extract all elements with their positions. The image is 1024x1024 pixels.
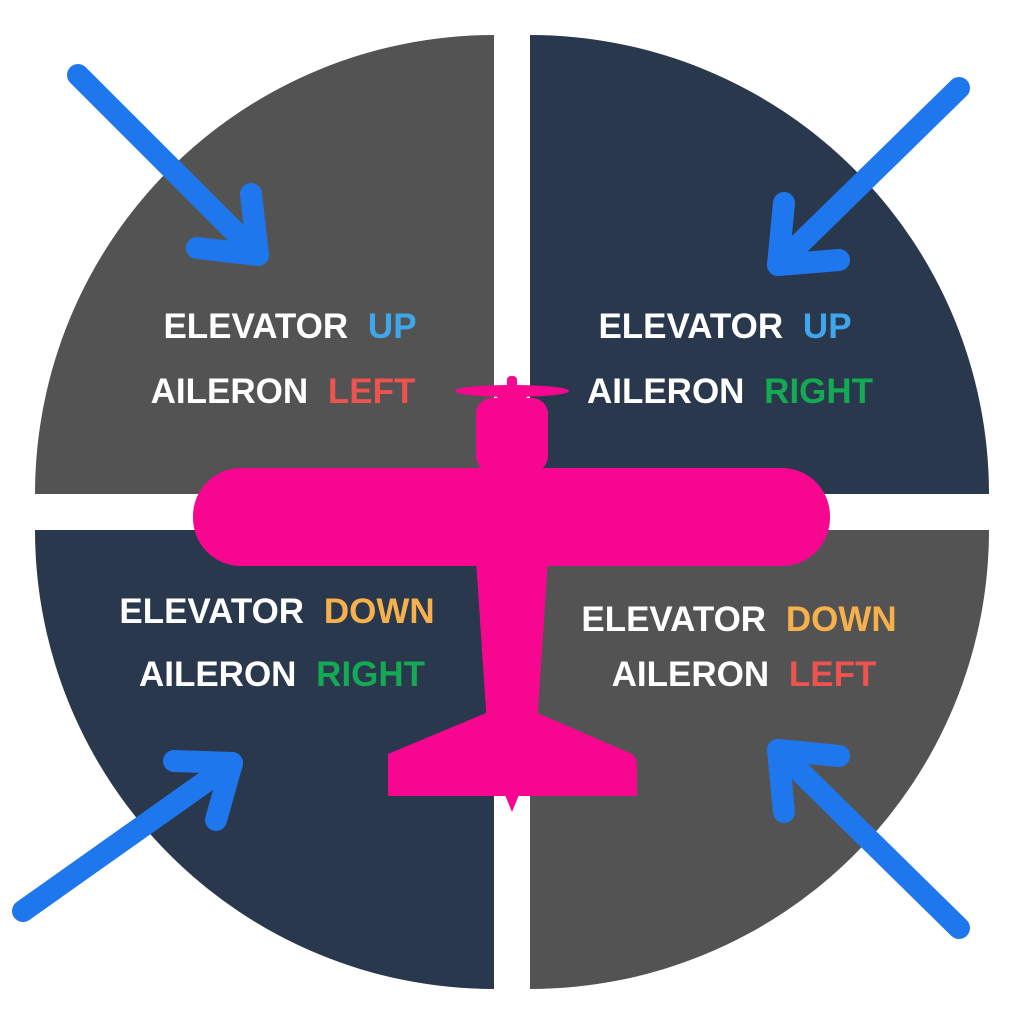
- quadrant-top-right-line2: AILERON RIGHT: [587, 372, 873, 411]
- quadrant-bottom-right: [530, 530, 989, 989]
- quadrant-top-right: [530, 35, 989, 494]
- direction-right-label: RIGHT: [764, 372, 873, 411]
- direction-up-label: UP: [803, 307, 852, 346]
- quadrant-bottom-right-line2: AILERON LEFT: [612, 655, 877, 694]
- elevator-label: ELEVATOR: [598, 307, 783, 346]
- direction-down-label: DOWN: [786, 600, 897, 639]
- direction-right-label: RIGHT: [316, 655, 425, 694]
- elevator-label: ELEVATOR: [119, 592, 304, 631]
- direction-down-label: DOWN: [324, 592, 435, 631]
- quadrant-bottom-left-line1: ELEVATOR DOWN: [119, 592, 434, 631]
- quadrant-top-right-line1: ELEVATOR UP: [598, 307, 851, 346]
- elevator-label: ELEVATOR: [581, 600, 766, 639]
- quadrant-top-left-line1: ELEVATOR UP: [163, 307, 416, 346]
- direction-left-label: LEFT: [328, 372, 415, 411]
- aileron-label: AILERON: [139, 655, 297, 694]
- aileron-label: AILERON: [151, 372, 309, 411]
- direction-up-label: UP: [368, 307, 417, 346]
- quadrant-bottom-right-line1: ELEVATOR DOWN: [581, 600, 896, 639]
- quadrant-bottom-left: [35, 530, 494, 989]
- aileron-label: AILERON: [587, 372, 745, 411]
- direction-left-label: LEFT: [789, 655, 876, 694]
- aileron-label: AILERON: [612, 655, 770, 694]
- elevator-label: ELEVATOR: [163, 307, 348, 346]
- quadrant-top-left: [35, 35, 494, 494]
- quadrant-top-left-line2: AILERON LEFT: [151, 372, 416, 411]
- arrow-icon: [767, 739, 970, 939]
- quadrant-bottom-left-line2: AILERON RIGHT: [139, 655, 425, 694]
- airplane-icon: [193, 376, 830, 812]
- arrow-icon: [12, 750, 243, 922]
- arrow-icon: [767, 77, 970, 276]
- arrow-icon: [67, 64, 269, 266]
